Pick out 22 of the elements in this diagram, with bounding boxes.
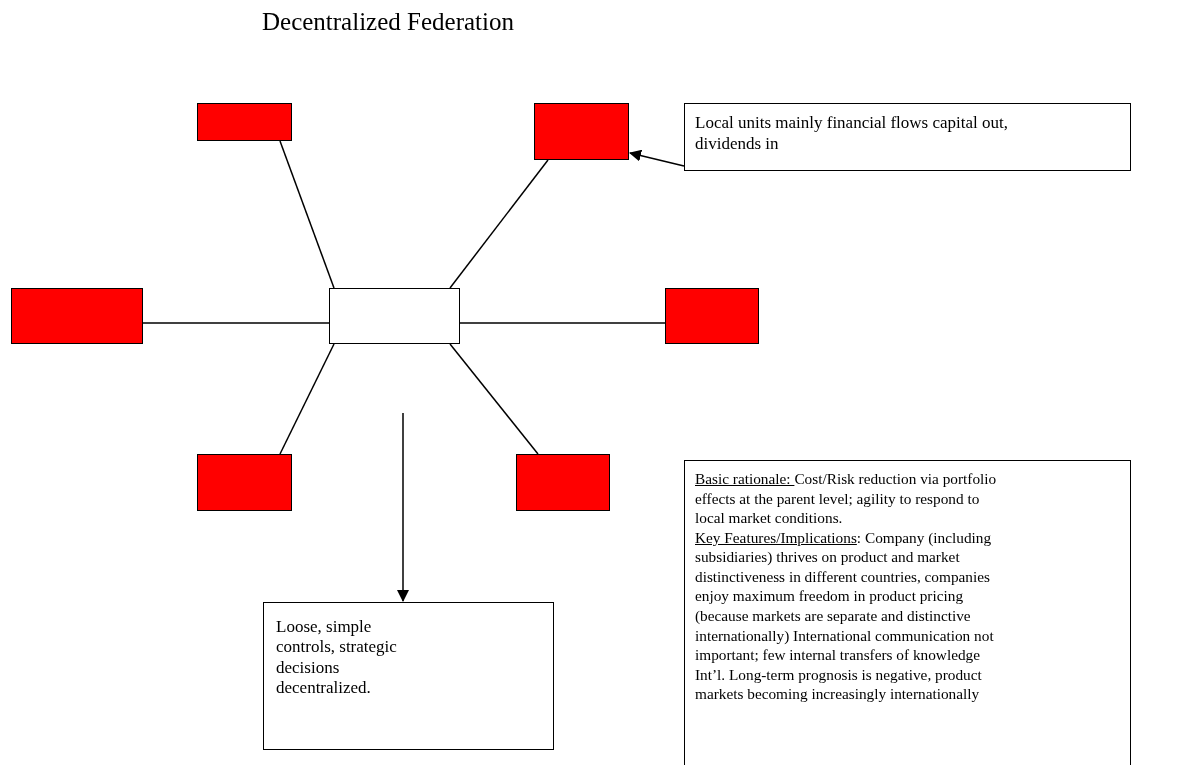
box-text: Local units mainly financial flows capital out, dividends in — [694, 112, 1009, 156]
unit-box — [534, 103, 629, 160]
unit-box — [329, 288, 460, 344]
unit-box — [197, 103, 292, 141]
text-box — [684, 103, 1131, 171]
connector-line — [279, 343, 335, 455]
unit-box — [11, 288, 143, 344]
arrow — [629, 149, 685, 167]
text-box — [263, 602, 554, 750]
box-text: Loose, simple controls, strategic decisions decentralized. — [275, 616, 398, 700]
connector-line — [449, 343, 539, 455]
diagram-title: Decentralized Federation — [262, 8, 514, 36]
rationale-text: Basic rationale: Cost/Risk reduction via portfolio effects at the parent level; agility to respond to local market conditions. Key Features/Implications: Company (including subsidiaries) thrives on product and market distinctiveness in different countries, companies enjoy maximum freedom in product pricing (because markets are separate and distinctive internationally) International communication not important; few internal transfers of knowledge Int’l. Long-term prognosis is negative, product markets becoming increasingly internationally — [694, 469, 998, 705]
unit-box — [516, 454, 610, 511]
unit-box — [665, 288, 759, 344]
connector-line — [279, 140, 335, 289]
connector-line — [449, 159, 549, 289]
unit-box — [197, 454, 292, 511]
arrow — [397, 412, 409, 602]
text-box — [684, 460, 1131, 765]
connector-line — [142, 322, 330, 324]
connector-line — [458, 322, 666, 324]
